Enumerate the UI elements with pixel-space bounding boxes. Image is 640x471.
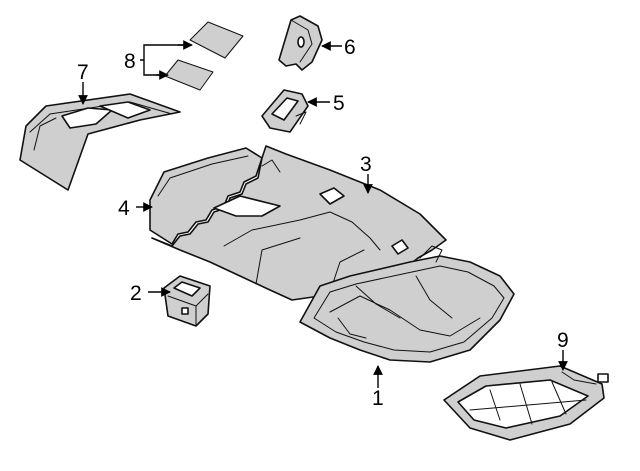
callout-1: 1 <box>372 387 384 410</box>
callout-9: 9 <box>557 329 569 352</box>
part-6-bracket-cover[interactable] <box>278 15 323 71</box>
part-3-seat-cover[interactable] <box>151 145 447 301</box>
callout-7: 7 <box>77 61 89 84</box>
callout-5: 5 <box>333 92 345 115</box>
part-9-heater-element[interactable] <box>443 365 609 441</box>
callout-2: 2 <box>130 282 142 305</box>
callout-8: 8 <box>124 50 136 73</box>
part-8-pads[interactable] <box>164 21 244 91</box>
callout-6: 6 <box>344 36 356 59</box>
callout-4: 4 <box>118 197 130 220</box>
part-7-rear-trim[interactable] <box>19 93 181 191</box>
callout-3: 3 <box>360 153 372 176</box>
part-1-seat-frame[interactable] <box>299 245 515 363</box>
part-2-switch[interactable] <box>163 275 211 327</box>
part-4-cushion-pad[interactable] <box>149 147 263 245</box>
part-5-handle-bezel[interactable] <box>261 89 309 133</box>
